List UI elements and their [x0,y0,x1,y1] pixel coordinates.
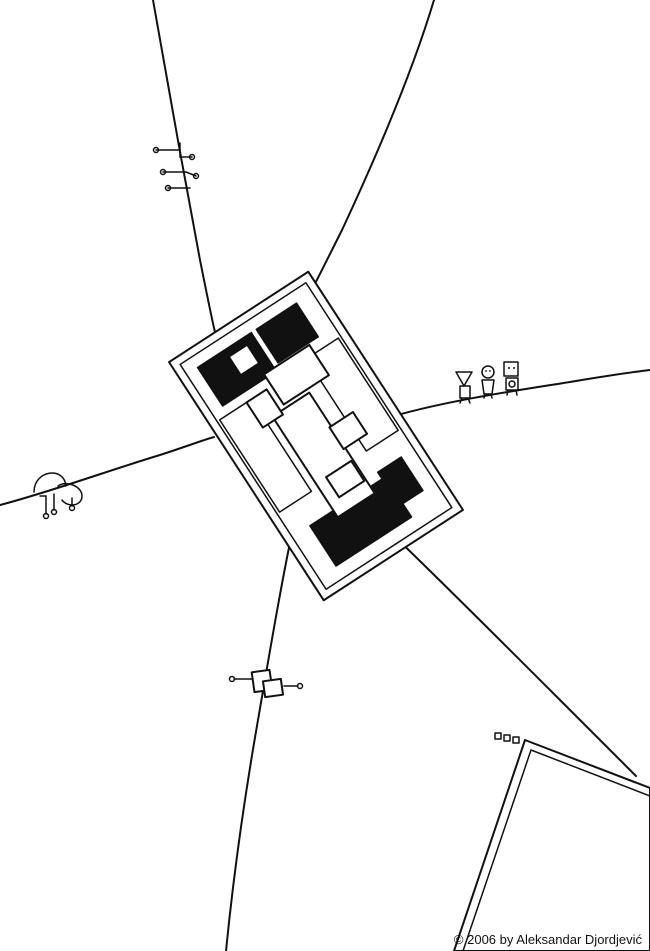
building-inner-wall [179,282,453,590]
building-hall-cross [263,343,330,406]
road-southeast [387,529,637,777]
building-icon [168,270,464,602]
building-annex-c [325,459,366,499]
building-annex-b [328,411,369,451]
copyright-text: © 2006 by Aleksandar Djordjević [453,932,642,947]
building-annex-d [227,343,261,377]
gate-glyph-icon [228,668,304,699]
figure-triangle-icon [455,371,473,404]
building-court-west [218,398,313,513]
road-north [152,0,225,369]
three-figures-icon [455,361,519,404]
figure-round-icon [481,365,495,399]
building-annex-a [245,388,284,429]
corner-building-outer [453,739,650,951]
building-wing-southeast [376,456,424,507]
figure-square-icon [503,361,519,396]
building-court-east [305,337,399,452]
building-wing-north [255,302,320,364]
corner-building-inner [462,749,650,951]
road-east [393,369,650,417]
road-south [225,527,294,951]
small-squares-icon [494,732,520,744]
connector-glyph-icon [152,142,200,192]
road-northeast [303,0,435,306]
corner-building-icon [453,739,650,951]
road-west [0,436,215,506]
arch-glyph-icon [33,472,83,520]
